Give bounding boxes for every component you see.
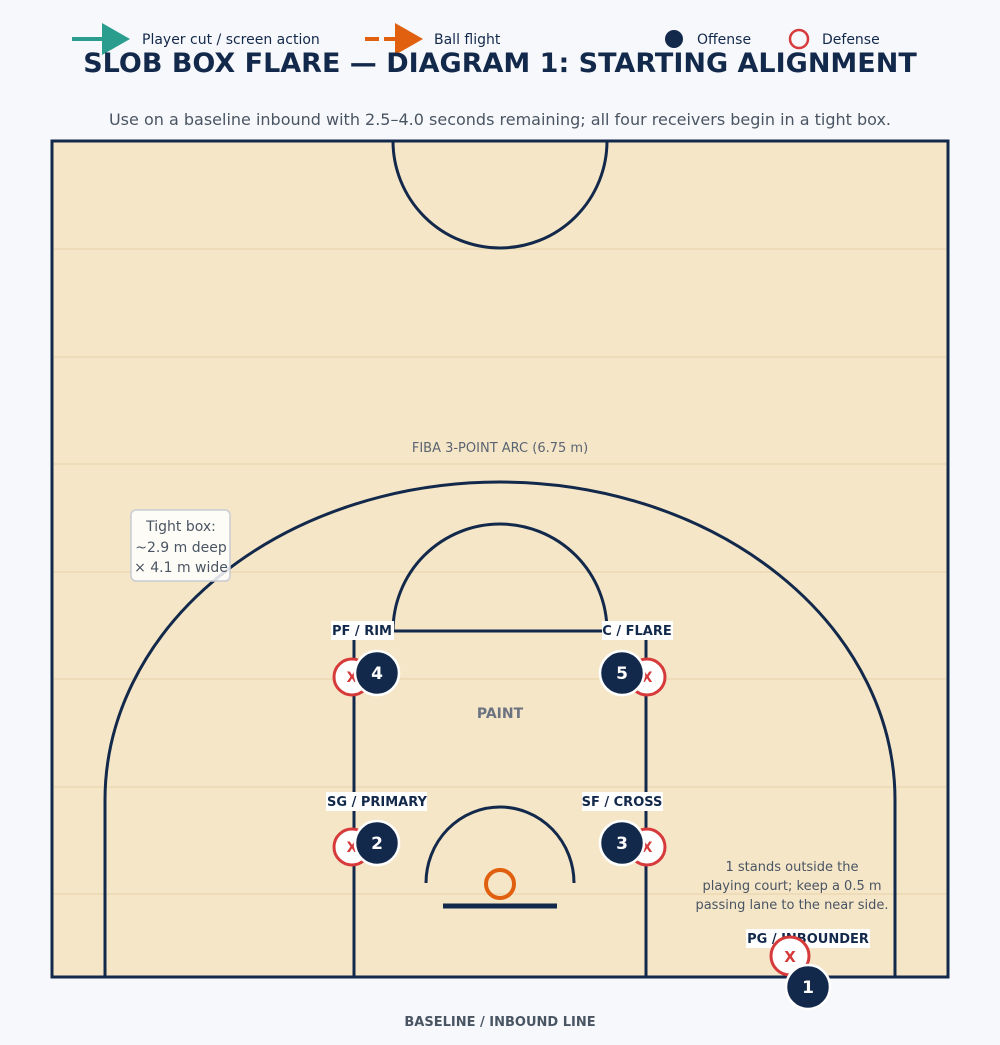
player-number: 2 [371,834,383,854]
court-boundary [50,139,950,979]
player-3[interactable]: SF / CROSS X 3 [582,792,667,867]
diagram-title: SLOB BOX FLARE — DIAGRAM 1: STARTING ALI… [83,48,917,79]
rim [484,868,516,900]
inbounder-note-line: playing court; keep a 0.5 m [702,879,881,894]
defender-x-mark: X [347,840,358,856]
offense-player-token [598,819,646,867]
baseline-label: BASELINE / INBOUND LINE [404,1015,595,1030]
tight-box-note-line: ~2.9 m deep [135,540,227,556]
legend-ball-label: Ball flight [434,32,501,48]
role-label: PF / RIM [332,624,392,639]
role-label-bg [326,792,427,811]
player-number: 1 [802,978,814,998]
three-point-line [103,480,897,977]
role-label-bg [582,792,663,811]
diagram-subtitle: Use on a baseline inbound with 2.5–4.0 s… [109,110,891,129]
player-number: 3 [616,834,628,854]
player-number: 5 [616,664,628,684]
legend-defense-label: Defense [822,32,880,48]
legend-cut-label: Player cut / screen action [142,32,320,48]
arc-label: FIBA 3-POINT ARC (6.75 m) [412,441,588,456]
inbounder-note-line: 1 stands outside the [725,860,858,875]
role-label: SG / PRIMARY [327,795,428,810]
tight-box-note-line: Tight box: [145,519,216,535]
defense-legend-icon [788,28,810,50]
player-4[interactable]: PF / RIM X 4 [331,621,401,697]
role-label: C / FLARE [602,624,671,639]
offense-player-token [598,649,646,697]
inbounder-note-line: passing lane to the near side. [695,898,888,913]
legend-offense-label: Offense [697,32,751,48]
role-label-bg [331,621,394,640]
role-label: SF / CROSS [582,795,663,810]
offense-player-token [353,649,401,697]
free-throw-circle [391,522,609,632]
tight-box-note-line: × 4.1 m wide [134,560,228,576]
inbounder-note: 1 stands outside the playing court; keep… [695,860,888,913]
player-1[interactable]: PG / INBOUNDER X 1 [746,929,870,1011]
player-number: 4 [371,664,383,684]
offense-legend-icon [665,30,683,48]
offense-player-token [784,963,832,1011]
offense-player-token [353,819,401,867]
role-label-bg [602,621,673,640]
role-label: PG / INBOUNDER [747,932,869,947]
legend: Player cut / screen action Ball flight O… [72,23,880,55]
tight-box-note-frame [130,509,231,582]
defender-x-mark: X [784,948,796,966]
restricted-area-arc [424,805,576,884]
paint-label: PAINT [477,706,524,722]
defender-x-mark: X [642,840,653,856]
player-2[interactable]: SG / PRIMARY X 2 [326,792,428,867]
center-circle [391,140,609,250]
tight-box-note: Tight box: ~2.9 m deep × 4.1 m wide [130,509,231,582]
defender-x-mark: X [347,670,358,686]
player-5[interactable]: C / FLARE X 5 [598,621,673,697]
defender-x-mark: X [642,670,653,686]
